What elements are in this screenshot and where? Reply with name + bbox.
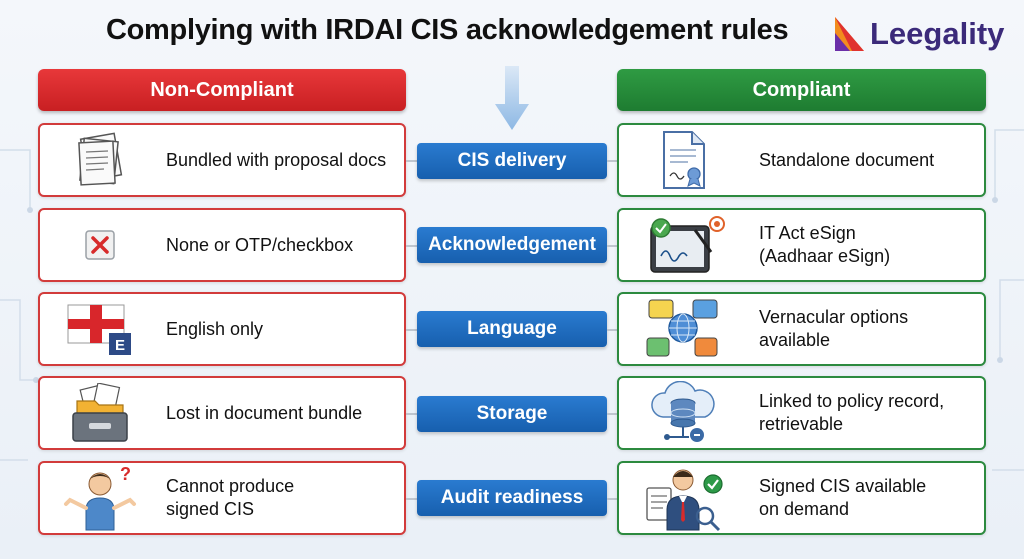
category-language: Language — [417, 311, 607, 347]
document-stack-icon — [44, 125, 156, 195]
down-arrow-icon — [495, 66, 529, 130]
compliant-card-language: Vernacular options available — [617, 292, 986, 366]
category-storage: Storage — [417, 396, 607, 432]
category-cis-delivery: CIS delivery — [417, 143, 607, 179]
compliant-text: Standalone document — [759, 149, 935, 170]
non-compliant-card-language: E English only — [38, 292, 406, 366]
cloud-database-icon — [619, 378, 747, 448]
compliant-card-cis-delivery: Standalone document — [617, 123, 986, 197]
compliant-text: IT Act eSign (Aadhaar eSign) — [759, 223, 891, 266]
languages-globe-icon — [619, 294, 747, 364]
non-compliant-text: None or OTP/checkbox — [166, 234, 354, 255]
non-compliant-text: English only — [166, 318, 264, 339]
compliant-text: Linked to policy record, retrievable — [759, 391, 945, 434]
svg-text:?: ? — [120, 464, 131, 484]
certificate-document-icon — [619, 125, 747, 195]
non-compliant-card-audit-readiness: ? Cannot produce signed CIS — [38, 461, 406, 535]
compliant-card-acknowledgement: IT Act eSign (Aadhaar eSign) — [617, 208, 986, 282]
category-acknowledgement: Acknowledgement — [417, 227, 607, 263]
english-flag-icon: E — [44, 294, 156, 364]
file-drawer-icon — [44, 378, 156, 448]
compliant-header: Compliant — [617, 69, 986, 111]
esign-tablet-icon — [619, 210, 747, 280]
non-compliant-header: Non-Compliant — [38, 69, 406, 111]
confused-person-icon: ? — [44, 463, 156, 533]
non-compliant-text: Cannot produce signed CIS — [166, 476, 295, 519]
svg-text:E: E — [115, 337, 125, 354]
x-checkbox-icon — [44, 210, 156, 280]
non-compliant-card-acknowledgement: None or OTP/checkbox — [38, 208, 406, 282]
non-compliant-text: Lost in document bundle — [166, 402, 363, 423]
non-compliant-card-storage: Lost in document bundle — [38, 376, 406, 450]
page-title: Complying with IRDAI CIS acknowledgement… — [106, 14, 789, 46]
auditor-checklist-icon — [619, 463, 747, 533]
compliant-text: Vernacular options available — [759, 307, 909, 350]
compliant-card-storage: Linked to policy record, retrievable — [617, 376, 986, 450]
logo-text: Leegality — [870, 16, 1005, 51]
compliant-card-audit-readiness: Signed CIS available on demand — [617, 461, 986, 535]
leegality-logo-icon — [835, 17, 864, 51]
non-compliant-card-cis-delivery: Bundled with proposal docs — [38, 123, 406, 197]
brand-logo: Leegality — [832, 12, 1004, 56]
non-compliant-text: Bundled with proposal docs — [166, 149, 387, 170]
category-audit-readiness: Audit readiness — [417, 480, 607, 516]
compliant-text: Signed CIS available on demand — [759, 476, 927, 519]
